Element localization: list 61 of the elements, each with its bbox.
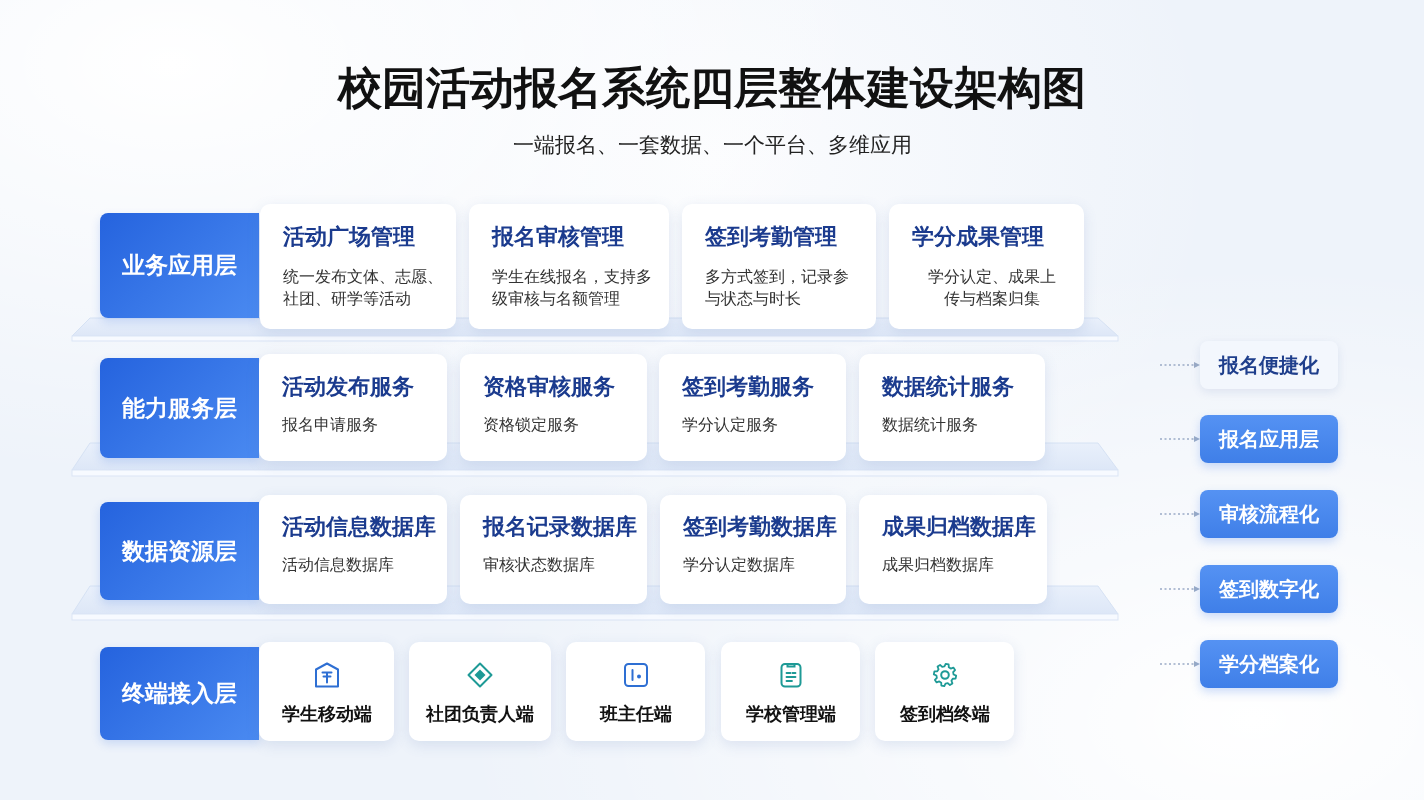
description: 资格锁定服务 <box>483 414 580 436</box>
layer-tab: 业务应用层 <box>100 213 259 318</box>
terminal-card <box>566 642 705 741</box>
heading: 活动广场管理 <box>283 224 416 250</box>
layer-tab: 终端接入层 <box>100 647 259 740</box>
description: 数据统计服务 <box>882 414 979 436</box>
terminal-name: 学校管理端 <box>745 703 836 725</box>
goal-box: 审核流程化 <box>1200 490 1338 538</box>
service-card <box>859 354 1045 461</box>
goal-box: 报名应用层 <box>1200 415 1338 463</box>
description: 多方式签到，记录参与状态与时长 <box>705 266 849 310</box>
service-card <box>259 495 447 604</box>
heading: 学分成果管理 <box>912 224 1045 250</box>
dotted-arrow <box>1159 661 1201 667</box>
description: 学生在线报名，支持多级审核与名额管理 <box>492 266 652 310</box>
service-card <box>259 354 447 461</box>
dotted-arrow <box>1159 586 1201 592</box>
goal-box: 签到数字化 <box>1200 565 1338 613</box>
heading: 签到考勤管理 <box>705 224 838 250</box>
service-card <box>660 495 846 604</box>
terminal-name: 班主任端 <box>599 703 672 725</box>
dotted-arrow <box>1159 511 1201 517</box>
service-card <box>460 495 647 604</box>
dotted-arrow <box>1159 436 1201 442</box>
service-card <box>889 204 1084 329</box>
terminal-name: 社团负责人端 <box>426 703 534 725</box>
terminal-card <box>721 642 860 741</box>
description: 学分认定服务 <box>682 414 779 436</box>
description: 统一发布文体、志愿、社团、研学等活动 <box>283 266 443 310</box>
service-card <box>682 204 876 329</box>
heading: 报名记录数据库 <box>483 514 635 540</box>
description: 活动信息数据库 <box>282 554 395 576</box>
service-card <box>859 495 1047 604</box>
goal-box: 报名便捷化 <box>1200 341 1338 389</box>
service-card <box>260 204 456 329</box>
layer-tab: 数据资源层 <box>100 502 259 600</box>
heading: 签到考勤服务 <box>682 374 815 400</box>
heading: 报名审核管理 <box>492 224 625 250</box>
service-card <box>469 204 669 329</box>
subtitle: 一端报名、一套数据、一个平台、多维应用 <box>511 132 913 159</box>
description: 学分认定数据库 <box>683 554 796 576</box>
description: 报名申请服务 <box>282 414 379 436</box>
heading: 成果归档数据库 <box>882 514 1035 540</box>
terminal-card <box>875 642 1014 741</box>
title: 校园活动报名系统四层整体建设架构图 <box>336 62 1087 114</box>
terminal-name: 学生移动端 <box>281 703 372 725</box>
heading: 数据统计服务 <box>882 374 1015 400</box>
description: 审核状态数据库 <box>483 554 596 576</box>
dotted-arrow <box>1159 362 1201 368</box>
terminal-name: 签到档终端 <box>899 703 990 725</box>
layer-tab: 能力服务层 <box>100 358 259 458</box>
terminal-card <box>259 642 394 741</box>
goal-box: 学分档案化 <box>1200 640 1338 688</box>
service-card <box>659 354 846 461</box>
service-card <box>460 354 647 461</box>
terminal-card <box>409 642 551 741</box>
description: 成果归档数据库 <box>882 554 995 576</box>
description: 学分认定、成果上传与档案归集 <box>927 266 1057 310</box>
heading: 活动发布服务 <box>282 374 415 400</box>
heading: 活动信息数据库 <box>282 514 435 540</box>
heading: 资格审核服务 <box>483 374 616 400</box>
